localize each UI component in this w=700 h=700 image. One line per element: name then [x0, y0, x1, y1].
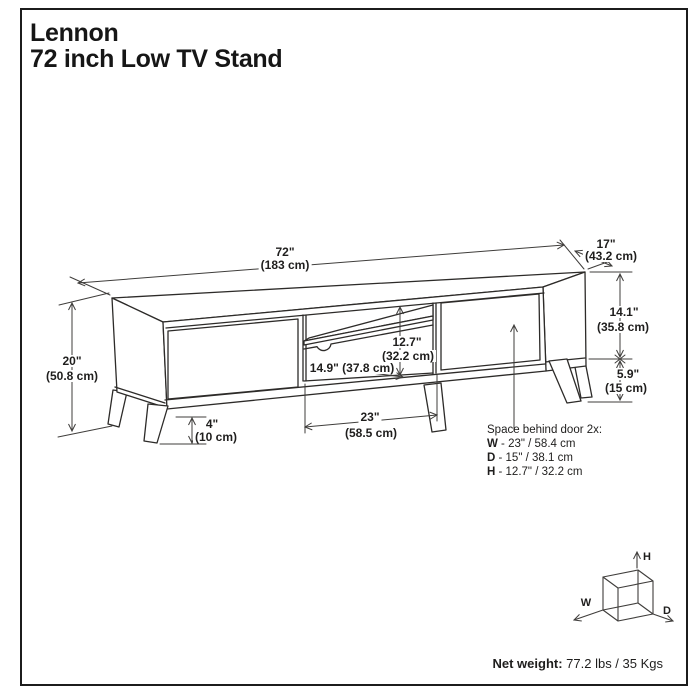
cube-h-label: H — [643, 551, 651, 563]
dim-height-cm: (50.8 cm) — [43, 369, 101, 383]
space-behind-door-heading: Space behind door 2x: — [487, 424, 603, 436]
dim-leg-cm: (10 cm) — [192, 430, 240, 444]
dim-clearance-in: 5.9" — [614, 367, 642, 381]
space-behind-door-depth: D - 15" / 38.1 cm — [487, 452, 573, 464]
product-name: Lennon — [30, 19, 119, 47]
dim-clearance-cm: (15 cm) — [602, 381, 650, 395]
net-weight-value: 77.2 lbs / 35 Kgs — [562, 656, 663, 671]
dim-leg-in: 4" — [203, 417, 221, 431]
space-behind-door-width: W - 23" / 58.4 cm — [487, 438, 576, 450]
space-behind-door-note: Space behind door 2x: W - 23" / 58.4 cm … — [487, 423, 602, 479]
space-behind-door-height: H - 12.7" / 32.2 cm — [487, 466, 583, 478]
dim-width-in: 72" — [273, 245, 297, 259]
net-weight: Net weight: 77.2 lbs / 35 Kgs — [470, 656, 663, 672]
product-subtitle: 72 inch Low TV Stand — [30, 45, 283, 73]
dim-cabinet-height-in: 14.1" — [607, 305, 641, 319]
dim-height-in: 20" — [60, 354, 84, 368]
dim-shelf-width: 14.9" (37.8 cm) — [307, 361, 397, 375]
cube-d-label: D — [663, 605, 671, 617]
page-title: Lennon 72 inch Low TV Stand — [30, 19, 283, 73]
net-weight-label: Net weight: — [492, 656, 563, 671]
dim-depth-cm: (43.2 cm) — [582, 249, 640, 263]
cube-w-label: W — [580, 597, 592, 609]
dim-opening-cm: (58.5 cm) — [342, 426, 400, 440]
dim-shelf-height-in: 12.7" — [390, 335, 424, 349]
page-border — [20, 8, 688, 686]
dim-cabinet-height-cm: (35.8 cm) — [594, 320, 652, 334]
dim-width-cm: (183 cm) — [258, 258, 312, 272]
dim-depth-in: 17" — [594, 237, 618, 251]
dim-shelf-height-cm: (32.2 cm) — [379, 349, 437, 363]
dim-opening-in: 23" — [358, 410, 382, 424]
